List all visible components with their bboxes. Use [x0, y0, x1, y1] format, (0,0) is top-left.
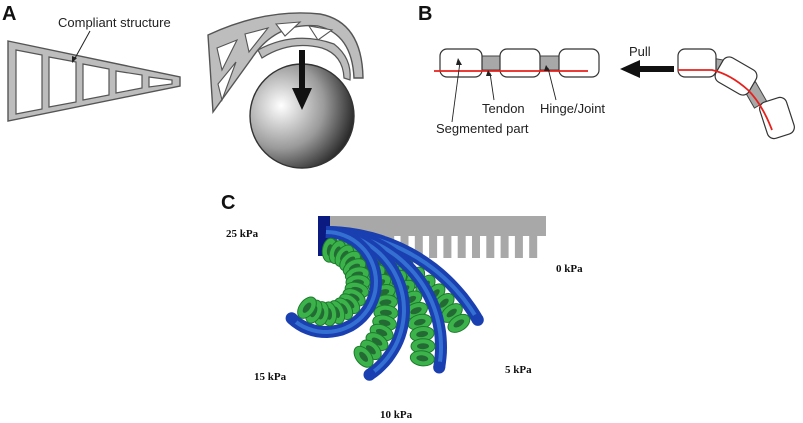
actuator-5kpa-chamber-core — [446, 308, 457, 318]
callout-arrow — [73, 30, 91, 61]
callout-arrow-head — [72, 56, 77, 63]
pressure-label-10kpa: 10 kPa — [380, 409, 413, 421]
panel-a: A Compliant structure — [2, 3, 364, 169]
actuator-15kpa-chamber-core — [379, 299, 392, 306]
pull-arrow-shaft — [636, 66, 674, 72]
actuator-10kpa-chamber-core — [416, 331, 429, 338]
pull-arrow-head — [620, 60, 640, 78]
pressure-label-25kpa: 25 kPa — [226, 228, 259, 240]
panel-c: C 25 kPa 0 kPa 15 kPa 5 kPa 10 kPa — [221, 192, 583, 421]
actuator-5kpa-chamber-core — [453, 319, 465, 328]
actuator-rest-chamber — [500, 236, 509, 258]
segmented-part-label: Segmented part — [436, 121, 529, 136]
force-arrow-shaft — [299, 50, 305, 90]
actuator-15kpa-chamber-core — [359, 351, 369, 362]
actuator-10kpa-chamber-core — [410, 307, 422, 315]
actuator-25kpa-chamber-core — [302, 302, 312, 313]
actuator-15kpa-tip — [363, 368, 376, 381]
hinge-joint-label: Hinge/Joint — [540, 101, 605, 116]
actuator-10kpa-chamber-core — [416, 355, 429, 362]
actuator-5kpa-tip — [471, 313, 484, 326]
pressure-label-15kpa: 15 kPa — [254, 371, 287, 383]
compliant-gripper-open — [7, 40, 181, 122]
actuator-15kpa-chamber-core — [371, 337, 383, 346]
actuator-rest-chamber — [472, 236, 480, 258]
actuator-rest-chamber — [429, 236, 438, 258]
compliant-gripper-wrapped — [207, 12, 364, 169]
panel-b: B Tendon Hinge/Joint Segmented part Pull — [418, 3, 795, 140]
fem-simulation — [285, 216, 546, 381]
pressure-label-5kpa: 5 kPa — [505, 364, 532, 376]
actuator-15kpa-chamber-core — [379, 309, 392, 316]
actuator-10kpa-tip — [433, 361, 446, 374]
actuator-rest-chamber — [443, 236, 452, 258]
actuator-rest-chamber — [529, 236, 538, 258]
actuator-rest-chamber — [486, 236, 495, 258]
actuator-rest-chamber — [457, 236, 466, 258]
actuator-rest-chamber — [514, 236, 523, 258]
actuator-10kpa-chamber-core — [417, 343, 429, 350]
actuator-rest-chamber — [414, 236, 423, 258]
pull-label: Pull — [629, 44, 651, 59]
panel-c-letter: C — [221, 192, 235, 214]
actuator-10kpa-chamber-core — [413, 318, 426, 326]
panel-a-letter: A — [2, 3, 16, 25]
tendon-line-bent — [678, 69, 773, 131]
actuator-15kpa-chamber-core — [365, 345, 376, 355]
force-arrow-head — [292, 88, 312, 110]
actuator-25kpa-spine-highlight — [290, 230, 379, 335]
tendon-label: Tendon — [482, 101, 525, 116]
pressure-label-0kpa: 0 kPa — [556, 263, 583, 275]
actuator-rest-base — [322, 216, 546, 236]
panel-b-letter: B — [418, 3, 432, 25]
actuator-25kpa-tip — [285, 312, 298, 325]
segmented-finger-bent — [677, 48, 795, 140]
actuator-5kpa-chamber-core — [438, 298, 449, 308]
compliant-structure-label: Compliant structure — [58, 15, 171, 30]
